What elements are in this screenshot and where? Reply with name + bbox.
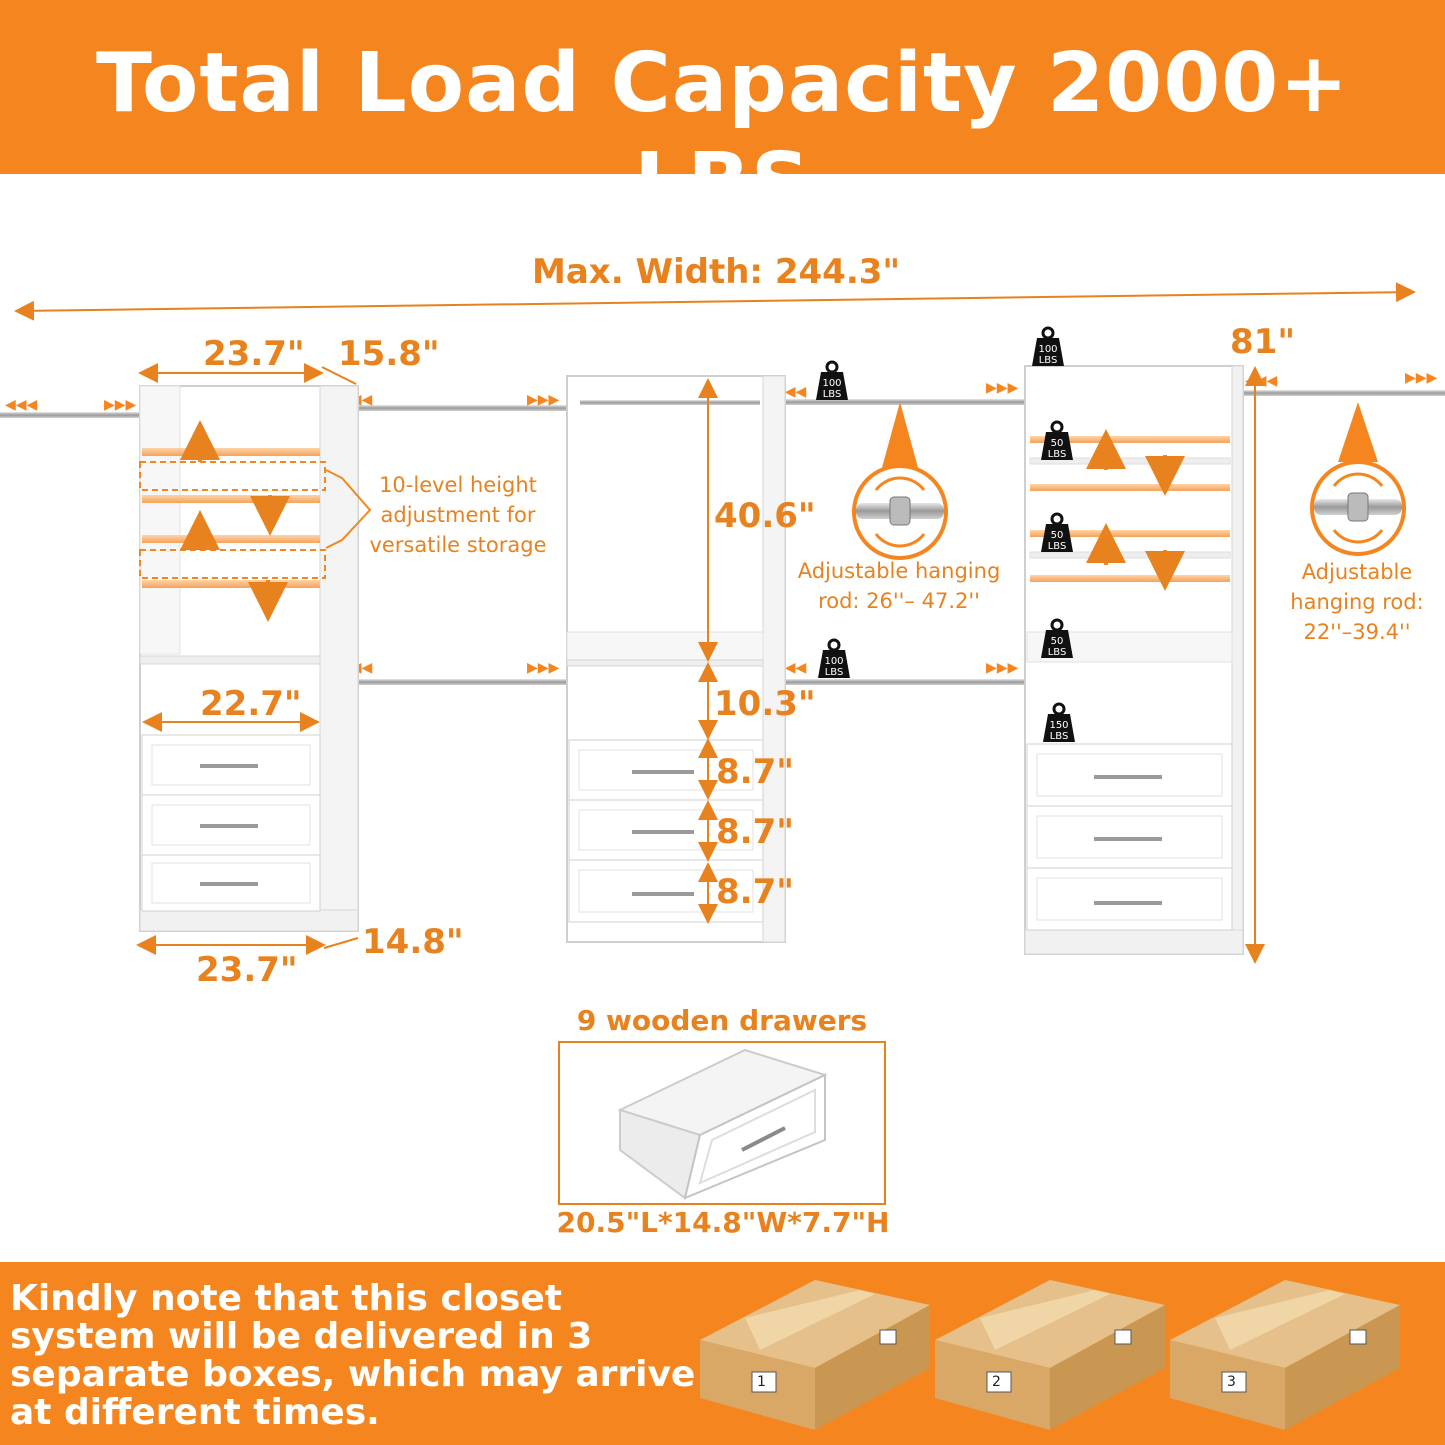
svg-text:◀◀◀: ◀◀◀ (1245, 373, 1278, 389)
weight-icon: 50 LBS (1041, 618, 1073, 658)
unit1-bottom-width-label: 23.7" (196, 950, 298, 990)
drawer-height-label: 8.7" (716, 812, 794, 852)
box-number: 2 (992, 1374, 1001, 1390)
weight-icon: 100 LBS (816, 360, 848, 400)
svg-text:50: 50 (1051, 438, 1064, 449)
svg-text:LBS: LBS (1048, 541, 1067, 552)
rod-adjust-caption: Adjustable hanging rod: 26''– 47.2'' (797, 559, 1001, 613)
svg-text:▶▶▶: ▶▶▶ (527, 392, 560, 408)
svg-text:LBS: LBS (823, 389, 842, 400)
box-number: 1 (757, 1374, 766, 1390)
svg-text:LBS: LBS (825, 667, 844, 678)
rod-adjust-icon (852, 402, 948, 560)
hanging-rods (0, 390, 1445, 685)
drawer-height-label: 8.7" (716, 752, 794, 792)
unit2-lower-height-label: 10.3" (714, 684, 816, 724)
max-width-arrow (14, 282, 1416, 321)
svg-text:100: 100 (824, 656, 843, 667)
max-width-label: Max. Width: 244.3" (532, 252, 901, 292)
svg-text:LBS: LBS (1039, 355, 1058, 366)
shelf-adjust-caption: 10-level height adjustment for versatile… (369, 473, 547, 557)
svg-text:▶▶▶: ▶▶▶ (527, 660, 560, 676)
drawer-detail-frame (558, 1041, 886, 1205)
page-title: Total Load Capacity 2000+ LBS (95, 36, 1350, 231)
rod-adjust-arrows: ◀◀◀ ▶▶▶ ◀◀◀ ▶▶▶ ◀◀◀ ▶▶▶ ◀◀◀ ▶▶▶ ◀◀◀ ▶▶▶ … (5, 370, 1438, 676)
rod-adjust-icon (1310, 402, 1406, 556)
svg-text:50: 50 (1051, 636, 1064, 647)
box-number: 3 (1227, 1374, 1236, 1390)
svg-text:▶▶▶: ▶▶▶ (986, 380, 1019, 396)
unit2-upper-height-label: 40.6" (714, 496, 816, 536)
weight-icon: 50 LBS (1041, 420, 1073, 460)
svg-text:▶▶▶: ▶▶▶ (986, 660, 1019, 676)
unit1-top-width-label: 23.7" (203, 334, 305, 374)
closet-unit-1 (136, 363, 372, 955)
svg-text:150: 150 (1049, 720, 1068, 731)
title-banner (0, 0, 1445, 174)
delivery-note: Kindly note that this closet system will… (10, 1278, 696, 1433)
svg-text:▶▶▶: ▶▶▶ (1405, 370, 1438, 386)
svg-text:LBS: LBS (1050, 731, 1069, 742)
drawer-size-label: 20.5"L*14.8"W*7.7"H (556, 1206, 890, 1239)
unit1-top-depth-label: 15.8" (338, 334, 440, 374)
weight-icon: 100 LBS (1032, 326, 1064, 366)
unit1-inner-width-label: 22.7" (200, 684, 302, 724)
svg-text:LBS: LBS (1048, 647, 1067, 658)
closet-unit-3 (1024, 365, 1265, 964)
unit3-height-label: 81" (1230, 322, 1296, 362)
weight-icon: 50 LBS (1041, 512, 1073, 552)
svg-text:100: 100 (1038, 344, 1057, 355)
svg-text:◀◀◀: ◀◀◀ (5, 397, 38, 413)
svg-text:50: 50 (1051, 530, 1064, 541)
drawer-count-label: 9 wooden drawers (576, 1004, 868, 1037)
weight-icon: 100 LBS (818, 638, 850, 678)
svg-text:LBS: LBS (1048, 449, 1067, 460)
svg-text:▶▶▶: ▶▶▶ (104, 397, 137, 413)
svg-text:100: 100 (822, 378, 841, 389)
rod-adjust-caption: Adjustable hanging rod: 22''–39.4'' (1290, 560, 1424, 644)
weight-icon: 150 LBS (1043, 702, 1075, 742)
drawer-illustration (617, 1048, 828, 1200)
drawer-height-label: 8.7" (716, 872, 794, 912)
unit1-bottom-depth-label: 14.8" (362, 922, 464, 962)
closet-unit-2 (566, 375, 786, 943)
